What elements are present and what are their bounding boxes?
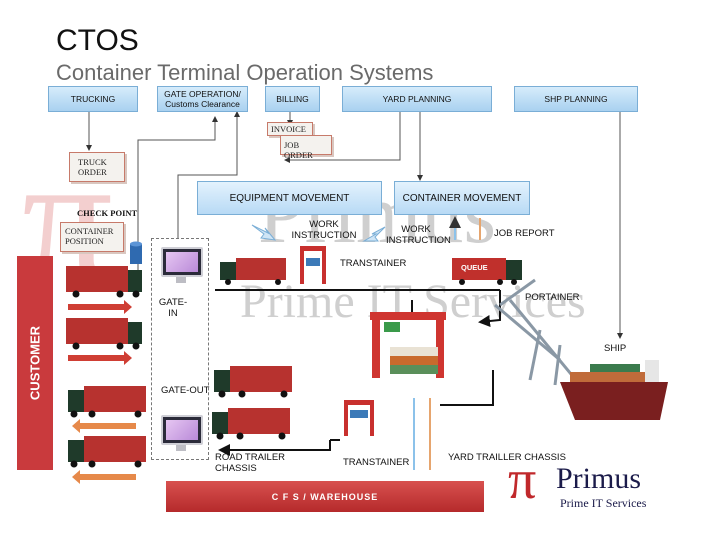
portainer-label: PORTAINER bbox=[525, 292, 580, 303]
queue-truck-icon bbox=[452, 258, 522, 285]
truck-icon bbox=[66, 318, 142, 350]
ship-planning-module: SHP PLANNING bbox=[514, 86, 638, 112]
cfs-warehouse-bar: C F S / WAREHOUSE bbox=[166, 481, 484, 512]
ship-label: SHIP bbox=[604, 343, 627, 354]
gate-out-label: GATE-OUT bbox=[161, 385, 210, 396]
yard-planning-module: YARD PLANNING bbox=[342, 86, 492, 112]
job-report-label: JOB REPORT bbox=[494, 228, 555, 239]
check-point-label: CHECK POINT bbox=[77, 208, 138, 218]
gate-panel bbox=[151, 238, 209, 460]
work-instruction-label-2: WORK INSTRUCTION bbox=[386, 224, 451, 246]
page-title: CTOS bbox=[56, 24, 139, 57]
transtainer-label-bottom: TRANSTAINER bbox=[343, 457, 410, 468]
equipment-movement-box: EQUIPMENT MOVEMENT bbox=[197, 181, 382, 215]
portainer-crane-icon bbox=[494, 278, 582, 386]
job-order-document: JOB ORDER bbox=[280, 135, 332, 160]
container-movement-box: CONTAINER MOVEMENT bbox=[394, 181, 530, 215]
truck-icon bbox=[68, 386, 146, 418]
logo-brand: Primus bbox=[556, 462, 642, 495]
truck-icon bbox=[212, 408, 290, 440]
check-point-icon bbox=[130, 241, 142, 264]
container-position-document: CONTAINER POSITION bbox=[60, 222, 124, 252]
monitor-stand-icon bbox=[176, 277, 186, 283]
truck-order-document: TRUCK ORDER bbox=[69, 152, 125, 182]
road-trailer-chassis-label: ROAD TRAILER CHASSIS bbox=[215, 452, 286, 474]
billing-module: BILLING bbox=[265, 86, 320, 112]
truck-icon bbox=[220, 258, 286, 285]
trucking-module: TRUCKING bbox=[48, 86, 138, 112]
page-subtitle: Container Terminal Operation Systems bbox=[56, 60, 434, 85]
truck-icon bbox=[66, 266, 142, 298]
monitor-stand-icon bbox=[176, 445, 186, 451]
logo-tagline: Prime IT Services bbox=[560, 496, 647, 510]
truck-icon bbox=[214, 366, 292, 398]
transtainer-label-top: TRANSTAINER bbox=[340, 258, 407, 269]
gate-operation-module: GATE OPERATION/ Customs Clearance bbox=[157, 86, 248, 112]
customer-bar: CUSTOMER bbox=[17, 256, 53, 470]
pi-logo-icon: π bbox=[508, 449, 537, 511]
truck-icon bbox=[68, 436, 146, 468]
gate-in-monitor-icon bbox=[161, 247, 203, 277]
yard-trailer-chassis-label: YARD TRAILLER CHASSIS bbox=[448, 452, 566, 463]
transtainer-icon bbox=[300, 246, 326, 284]
work-instruction-label-1: WORK INSTRUCTION bbox=[291, 219, 357, 241]
queue-label: QUEUE bbox=[461, 263, 488, 272]
gate-in-label: GATE-IN bbox=[158, 297, 188, 319]
gate-out-monitor-icon bbox=[161, 415, 203, 445]
ship-icon bbox=[560, 360, 668, 420]
primus-logo: π Primus Prime IT Services bbox=[508, 450, 668, 518]
transtainer-icon bbox=[344, 400, 374, 436]
main-transtainer-icon bbox=[370, 312, 446, 378]
